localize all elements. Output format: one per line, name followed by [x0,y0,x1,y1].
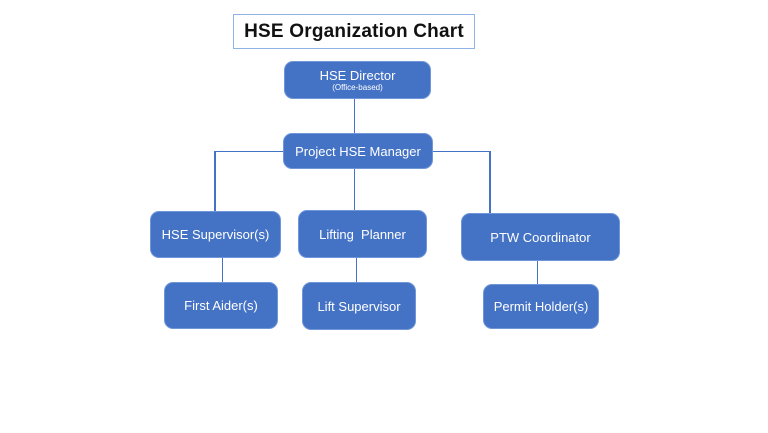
node-label: First Aider(s) [184,298,258,313]
connector-manager-supervisors-horizontal [214,150,283,152]
node-hse-supervisors: HSE Supervisor(s) [150,211,281,258]
node-sublabel: (Office-based) [332,82,383,92]
node-permit-holders: Permit Holder(s) [483,284,599,329]
connector-manager-lifting-planner [353,169,355,210]
node-label: HSE Supervisor(s) [161,227,270,242]
connector-manager-supervisors-vertical [214,150,216,211]
node-hse-director: HSE Director (Office-based) [284,61,431,99]
connector-manager-ptw-vertical [489,150,491,213]
node-label: HSE Director [319,67,396,83]
connector-planner-lift-supervisor [355,258,357,282]
node-first-aiders: First Aider(s) [164,282,278,329]
node-label: Project HSE Manager [295,143,421,159]
node-project-hse-manager: Project HSE Manager [283,133,433,169]
node-lift-supervisor: Lift Supervisor [302,282,416,330]
connector-director-manager [353,99,355,133]
connector-supervisors-first-aiders [221,258,223,282]
node-lifting-planner: Lifting Planner [298,210,427,258]
node-label: Permit Holder(s) [493,299,589,314]
chart-title-box: HSE Organization Chart [233,14,475,49]
node-label: Lifting Planner [319,226,406,242]
connector-manager-ptw-horizontal [433,150,490,152]
chart-title: HSE Organization Chart [244,20,464,42]
node-ptw-coordinator: PTW Coordinator [461,213,620,261]
node-label: Lift Supervisor [317,298,401,314]
node-label: PTW Coordinator [490,229,591,245]
connector-ptw-permit-holders [536,261,538,284]
